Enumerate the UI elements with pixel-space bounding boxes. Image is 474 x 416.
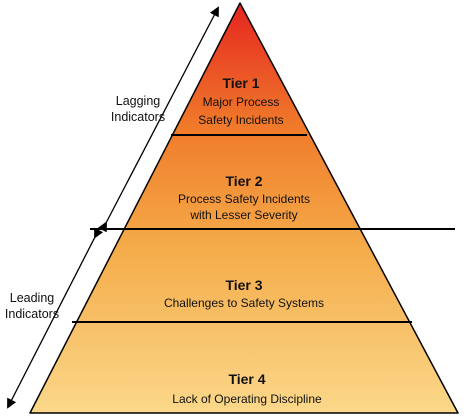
leading-label-line2: Indicators [5, 307, 59, 321]
tier-2-desc-line2: with Lesser Severity [189, 208, 297, 222]
tier-2-desc-line1: Process Safety Incidents [178, 192, 310, 206]
lagging-indicators-arrow [97, 6, 219, 233]
tier-4-title: Tier 4 [228, 371, 265, 387]
tier-1-desc-line1: Major Process [203, 95, 280, 109]
lagging-label-line1: Lagging [116, 94, 161, 108]
tier-3-desc-line1: Challenges to Safety Systems [164, 296, 324, 310]
leading-indicators-arrow [7, 227, 104, 409]
tier-4-desc-line1: Lack of Operating Discipline [172, 392, 322, 406]
tier-1-title: Tier 1 [222, 75, 259, 91]
leading-label-line1: Leading [10, 291, 55, 305]
tier-2-title: Tier 2 [225, 173, 262, 189]
tier-1-desc-line2: Safety Incidents [198, 113, 283, 127]
tier-3-title: Tier 3 [225, 277, 262, 293]
lagging-label-line2: Indicators [111, 110, 165, 124]
